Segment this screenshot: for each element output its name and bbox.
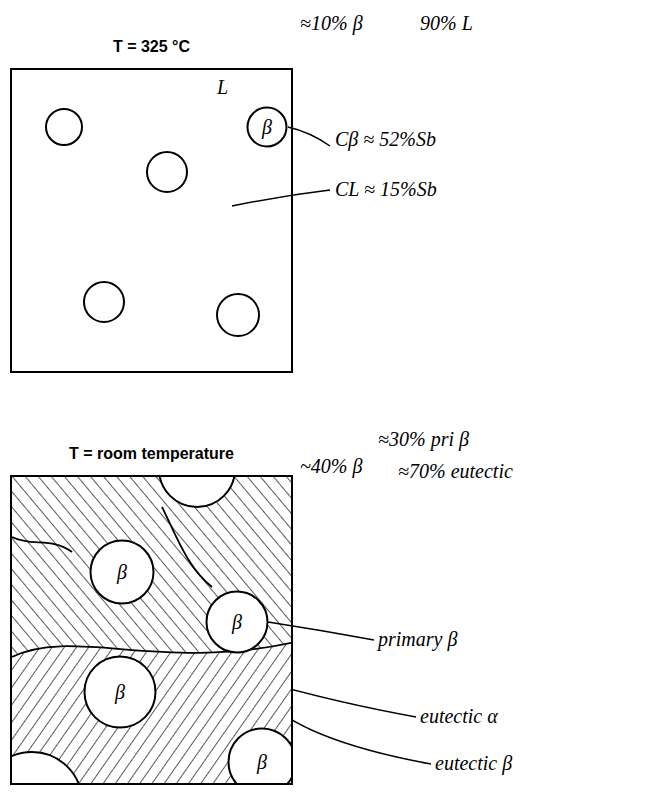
temperature-title: T = 325 °C bbox=[6, 38, 297, 56]
annotation: 90% L bbox=[420, 12, 473, 35]
beta-particle: β bbox=[89, 539, 155, 605]
annotation: ~40% β bbox=[300, 455, 362, 478]
annotation: eutectic β bbox=[435, 752, 512, 775]
beta-particle: β bbox=[246, 106, 288, 148]
annotation: primary β bbox=[378, 628, 457, 651]
leader-line bbox=[288, 127, 330, 146]
sample-frame: β β β β bbox=[10, 475, 293, 785]
temperature-title: T = room temperature bbox=[6, 445, 297, 463]
annotation: ≈70% eutectic bbox=[398, 460, 513, 483]
annotation: CL ≈ 15%Sb bbox=[335, 178, 437, 201]
leader-line bbox=[232, 190, 330, 206]
annotation: ≈10% β bbox=[300, 12, 363, 35]
beta-particle: β bbox=[227, 727, 293, 785]
annotation: ≈30% pri β bbox=[378, 428, 469, 451]
phase-label: β bbox=[232, 611, 242, 634]
sample-box: LβT = 325 °C bbox=[10, 30, 293, 373]
phase-label: L bbox=[217, 76, 228, 99]
sample-box: ββββT = room temperature bbox=[10, 437, 293, 785]
phase-label: β bbox=[115, 681, 125, 704]
phase-label: β bbox=[257, 751, 267, 774]
phase-label: β bbox=[117, 561, 127, 584]
annotation: eutectic α bbox=[420, 705, 498, 728]
annotation: Cβ ≈ 52%Sb bbox=[335, 128, 436, 151]
beta-particle: β bbox=[83, 655, 157, 729]
phase-label: β bbox=[262, 116, 272, 139]
beta-particle: β bbox=[205, 590, 269, 654]
sample-frame: Lβ bbox=[10, 68, 293, 373]
